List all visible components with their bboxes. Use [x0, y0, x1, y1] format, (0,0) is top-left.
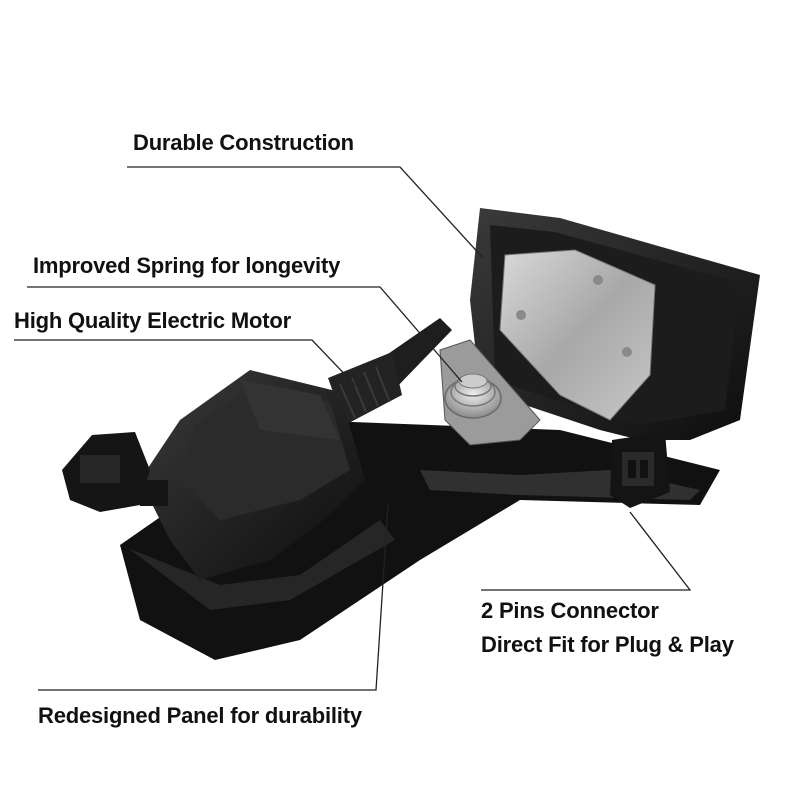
callout-connector-line2: Direct Fit for Plug & Play	[481, 632, 734, 657]
electric-motor	[140, 370, 365, 580]
callout-connector-line1: 2 Pins Connector	[481, 598, 659, 623]
motor-connector	[62, 432, 150, 512]
leader-lines	[14, 166, 692, 691]
actuator-rod	[328, 318, 452, 425]
two-pin-connector	[610, 432, 670, 508]
callout-improved-spring: Improved Spring for longevity	[33, 253, 341, 278]
callout-redesigned-panel: Redesigned Panel for durability	[38, 703, 362, 728]
callout-electric-motor: High Quality Electric Motor	[14, 308, 291, 333]
spring-assembly	[439, 339, 541, 446]
callout-durable-construction: Durable Construction	[133, 130, 354, 155]
metal-plate	[499, 249, 656, 421]
